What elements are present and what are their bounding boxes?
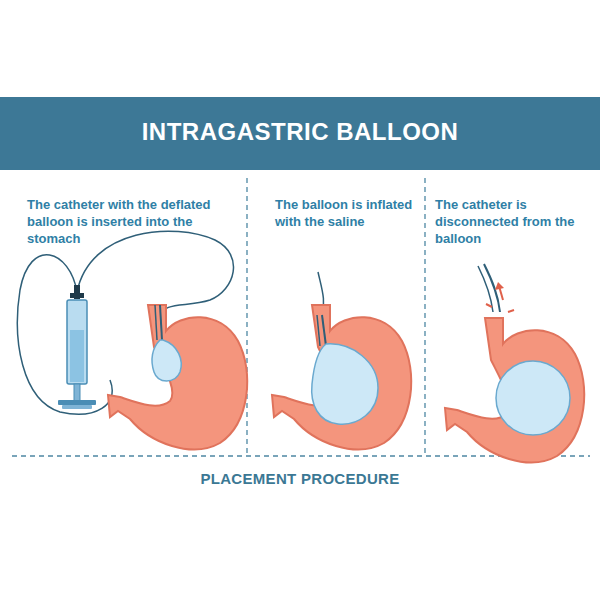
stomach xyxy=(108,305,247,449)
stomach xyxy=(445,318,584,462)
panel-one-art xyxy=(17,231,247,449)
title-text: INTRAGASTRIC BALLOON xyxy=(0,118,600,146)
deflated-balloon xyxy=(152,340,181,381)
syringe-plunger xyxy=(74,384,80,402)
motion-dash xyxy=(486,304,492,307)
panel-divider xyxy=(424,178,425,455)
inflated-balloon xyxy=(312,344,378,424)
syringe-barrel xyxy=(67,300,87,384)
catheter-tube xyxy=(317,315,320,346)
filled-balloon xyxy=(496,361,570,435)
catheter-tube xyxy=(322,315,326,346)
catheter-tube xyxy=(160,305,162,340)
title-band xyxy=(0,97,600,170)
panel-divider xyxy=(246,178,247,455)
stomach xyxy=(272,305,411,449)
syringe-fluid xyxy=(70,330,84,382)
syringe-flange xyxy=(58,400,96,405)
panel-two-art xyxy=(272,272,411,449)
step-caption: The catheter with the deflated balloon i… xyxy=(27,196,237,247)
step-caption: The balloon is inflated with the saline xyxy=(275,196,415,230)
syringe-valve xyxy=(70,293,84,298)
withdraw-arrow xyxy=(495,282,504,290)
step-caption: The catheter is disconnected from the ba… xyxy=(435,196,595,247)
panel-three-art xyxy=(445,264,584,462)
catheter-tube xyxy=(155,305,157,340)
catheter-tube xyxy=(17,255,112,414)
syringe-flange xyxy=(62,405,92,409)
motion-dash xyxy=(508,310,514,312)
catheter-tube xyxy=(478,266,493,312)
caption-text: PLACEMENT PROCEDURE xyxy=(0,470,600,487)
